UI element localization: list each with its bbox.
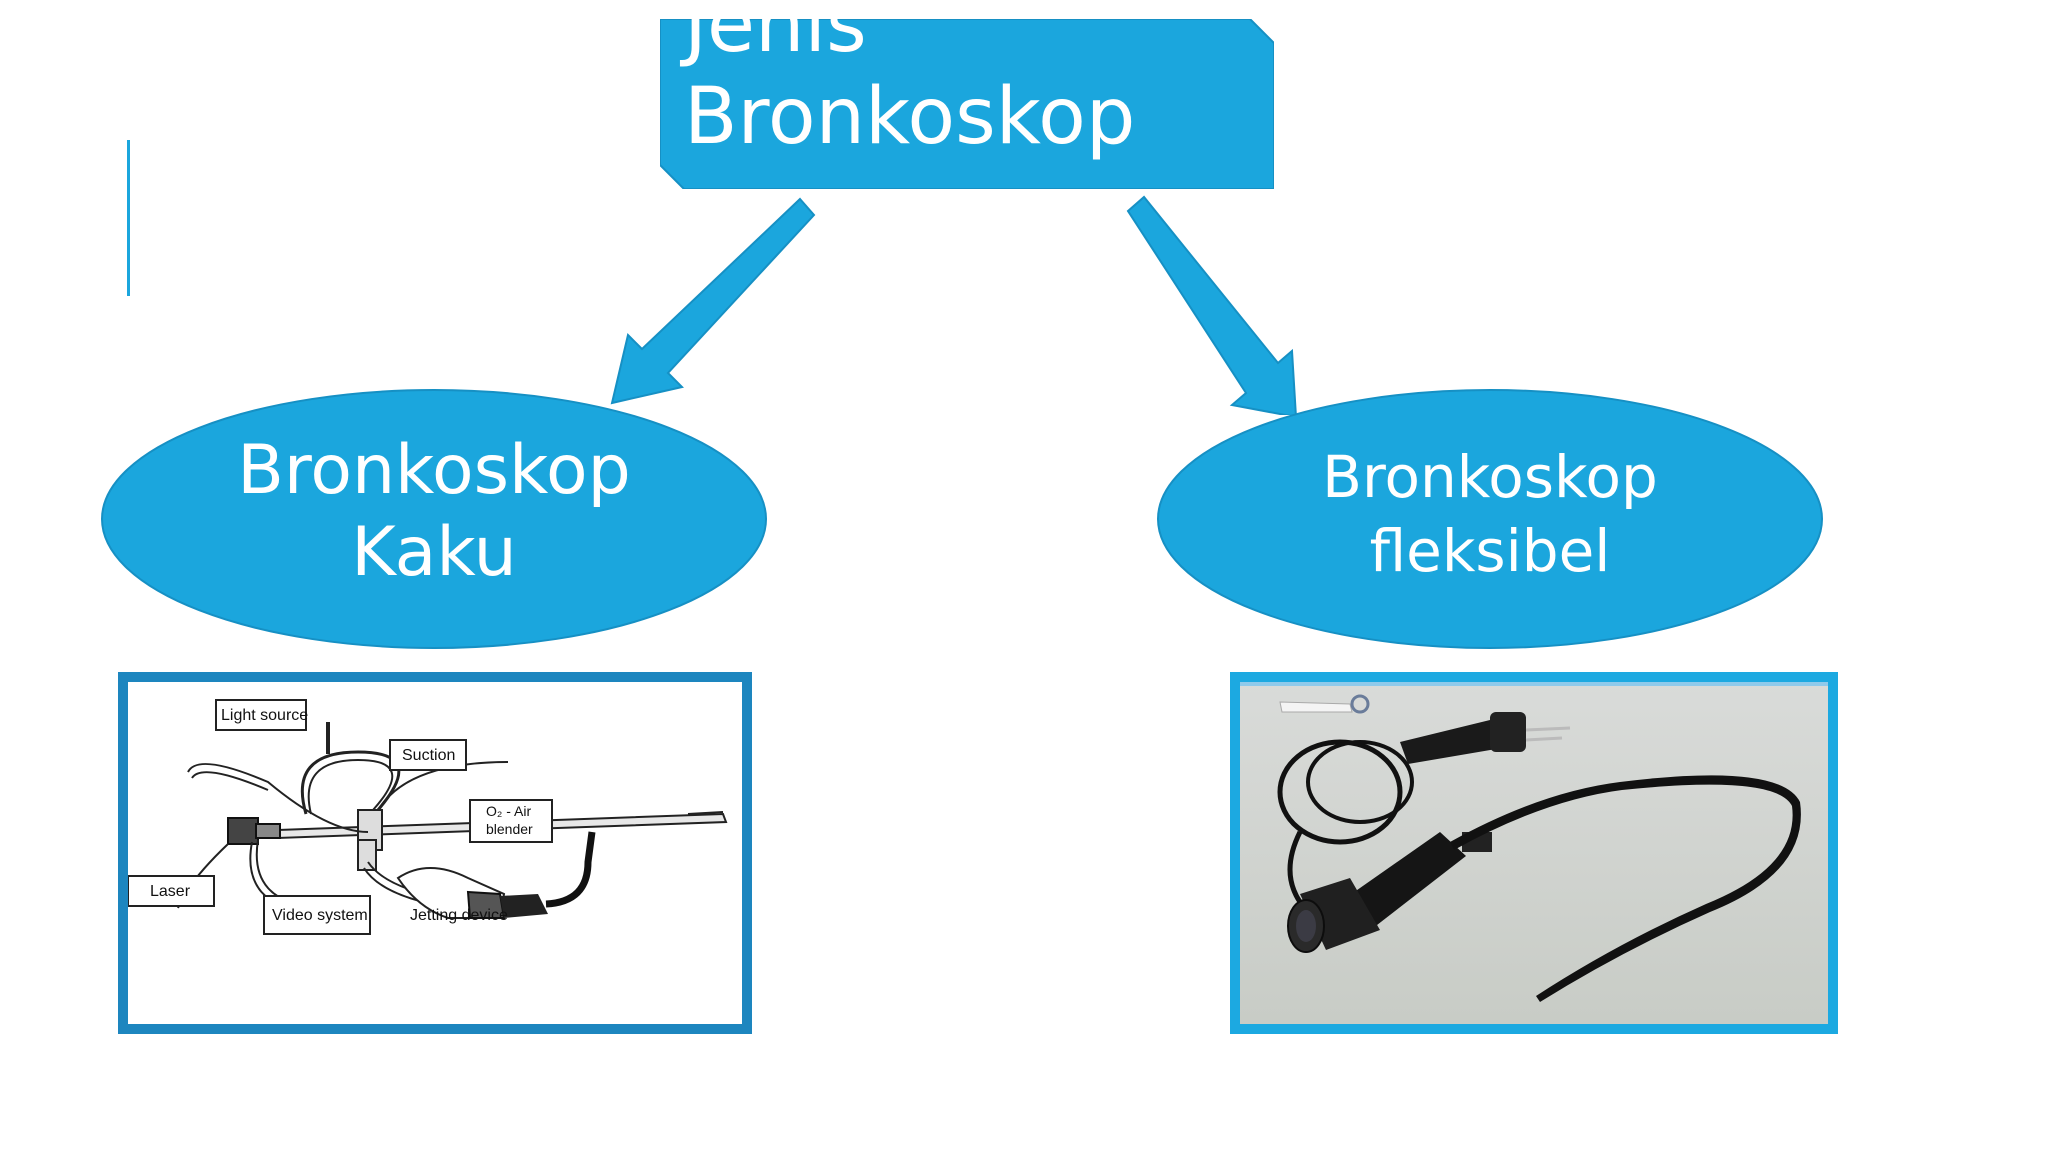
label-laser: Laser [150, 883, 191, 900]
node-flexible-shape [1157, 389, 1823, 649]
title-line-1: Jenis [684, 0, 867, 70]
label-o2-air-blender-2: blender [486, 821, 533, 837]
node-rigid-bronchoscope: Bronkoskop Kaku [100, 388, 768, 650]
title-node: Jenis Bronkoskop [660, 0, 1274, 189]
label-light-source: Light source [221, 707, 308, 724]
label-box-suction [389, 739, 467, 771]
label-suction: Suction [402, 747, 455, 764]
node-rigid-text: Bronkoskop Kaku [100, 430, 768, 594]
node-flexible-text: Bronkoskop fleksibel [1156, 440, 1824, 588]
flexible-bronchoscope-image [1240, 682, 1828, 1024]
rigid-bronchoscope-illustration: Light source Suction O₂ - Air blender La… [118, 672, 752, 1034]
label-jetting-device: Jetting device [410, 907, 508, 924]
flexible-bronchoscope-photo [1230, 672, 1838, 1034]
label-o2-air-blender-1: O₂ - Air [486, 803, 531, 819]
label-box-laser [128, 875, 215, 907]
rigid-bronchoscope-drawing: Light source Suction O₂ - Air blender La… [128, 682, 742, 1024]
label-box-o2-air-blender [469, 799, 553, 843]
node-rigid-line-2: Kaku [351, 513, 517, 592]
label-video-system: Video system [272, 907, 368, 924]
title-text: Jenis Bronkoskop [684, 0, 1136, 163]
node-flexible-line-2: fleksibel [1369, 517, 1611, 585]
node-flexible-line-1: Bronkoskop [1322, 443, 1658, 511]
arrow-to-left-node [610, 197, 816, 405]
label-box-video-system [263, 895, 371, 935]
arrow-to-right-node [1126, 195, 1297, 415]
node-rigid-line-1: Bronkoskop [237, 431, 631, 510]
label-box-light-source [215, 699, 307, 731]
node-rigid-shape [101, 389, 767, 649]
accent-line [127, 140, 130, 296]
title-line-2: Bronkoskop [684, 72, 1136, 162]
node-flexible-bronchoscope: Bronkoskop fleksibel [1156, 388, 1824, 650]
title-node-shape [660, 19, 1274, 189]
